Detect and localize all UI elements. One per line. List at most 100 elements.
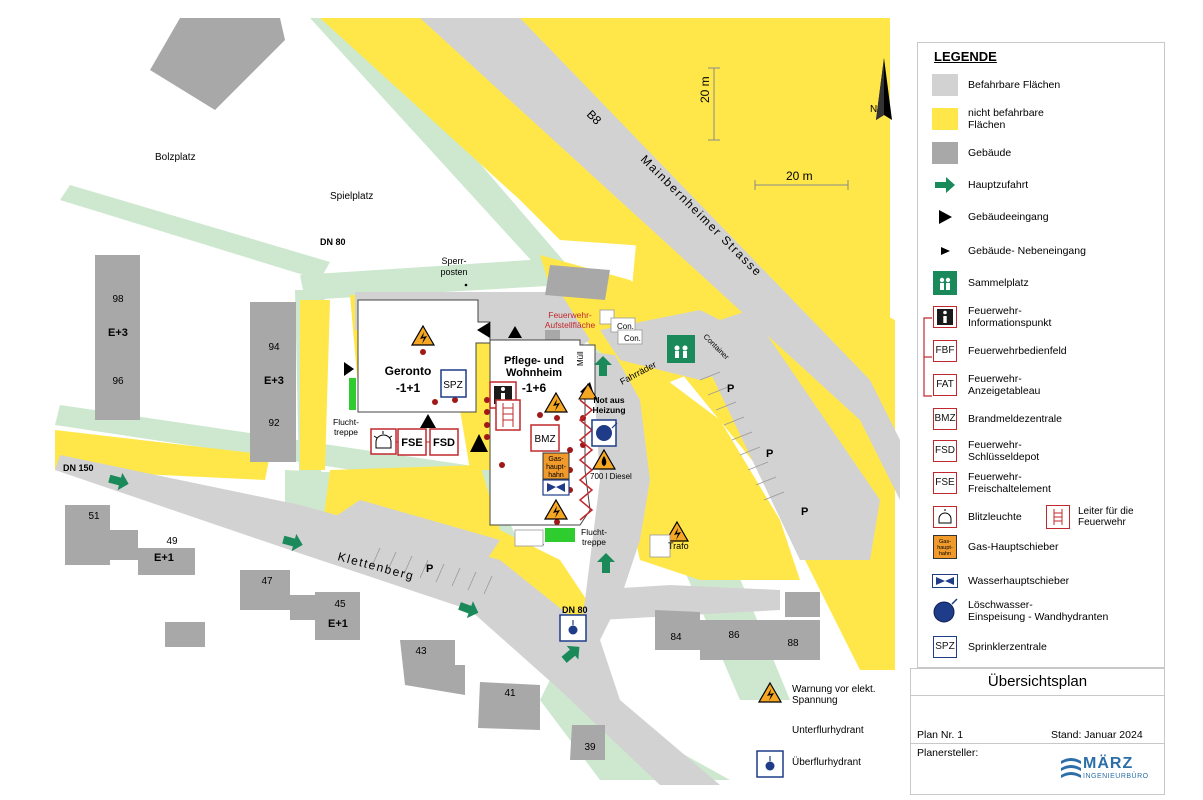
svg-text:BMZ: BMZ — [534, 434, 555, 445]
water-feed-icon — [932, 598, 958, 623]
parking-label: P — [766, 448, 773, 460]
overground-hydrant-icon — [756, 750, 784, 778]
ladder-icon — [495, 399, 521, 431]
bmz-icon: BMZ — [932, 407, 958, 431]
svg-text:SPZ: SPZ — [443, 380, 462, 391]
overground-hydrant-icon — [559, 614, 587, 642]
scale-label-vertical: 20 m — [698, 76, 712, 103]
legend-item-label: Wasserhauptschieber — [968, 575, 1070, 587]
svg-text:FSE: FSE — [401, 437, 422, 449]
buildings — [65, 18, 820, 760]
building-number: 92 — [268, 418, 280, 429]
legend-item-label: Löschwasser- Einspeisung - Wandhydranten — [968, 599, 1109, 623]
fsd-icon: FSD — [932, 439, 958, 463]
label-diesel: 700 l Diesel — [590, 472, 632, 481]
legend-item-label: Sprinklerzentrale — [968, 641, 1047, 653]
parking-stalls — [371, 371, 785, 595]
scale-bar-vertical — [708, 67, 720, 141]
legend-item: FBF Feuerwehrbedienfeld — [932, 339, 1067, 363]
flash-light-icon — [370, 428, 397, 455]
flash-light-icon — [932, 505, 958, 529]
gray-area-swatch — [932, 73, 958, 97]
legend-item: Gebäude- Nebeneingang — [932, 239, 1086, 263]
fire-escape-stair-1 — [349, 378, 356, 410]
building-number: 96 — [112, 376, 124, 387]
label-fluchttreppe-2: Flucht-treppe — [581, 527, 607, 547]
label-warning-electrical: Warnung vor elekt. Spannung — [792, 684, 876, 706]
container-box — [599, 309, 615, 325]
legend-item-label: Gas-Hauptschieber — [968, 541, 1059, 553]
gas-valve-icon — [542, 452, 570, 480]
building-number: 39 — [584, 742, 596, 753]
legend-item-label: Gebäudeeingang — [968, 211, 1049, 223]
hazard-zigzag — [578, 399, 594, 521]
parking-label: P — [727, 383, 734, 395]
legend-ladder-label: Leiter für die Feuerwehr — [1078, 506, 1134, 528]
water-valve-icon — [542, 479, 570, 496]
label-gas-haupthahn: Gas-haupt-hahn — [546, 456, 567, 479]
logo-subtext: INGENIEURBÜRO — [1083, 773, 1149, 780]
label-spielplatz: Spielplatz — [330, 191, 373, 202]
legend-item: Sammelplatz — [932, 271, 1029, 295]
title-block: Übersichtsplan Plan Nr. 1 Stand: Januar … — [910, 668, 1165, 795]
legend-item: Gas- haupt- hahn Gas-Hauptschieber — [932, 535, 1058, 559]
building-number: 51 — [88, 511, 100, 522]
building-floors-pflege: -1+6 — [522, 381, 547, 395]
logo-text: MÄRZ — [1083, 755, 1134, 772]
fse-box: FSE — [397, 428, 427, 456]
label-fluchttreppe-1: Flucht-treppe — [333, 417, 359, 437]
label-bolzplatz: Bolzplatz — [155, 152, 196, 163]
building-number: 41 — [504, 688, 516, 699]
building-number: 86 — [728, 630, 740, 641]
fse-icon: FSE — [932, 471, 958, 495]
fbf-icon: FBF — [932, 339, 958, 363]
legend-item-label: Feuerwehrbedienfeld — [968, 345, 1067, 357]
assembly-point-icon — [667, 335, 695, 363]
red-markers — [420, 349, 586, 525]
parking-label: P — [426, 563, 433, 575]
legend-item-label: Gebäude- Nebeneingang — [968, 245, 1086, 257]
label-dn80-top: DN 80 — [320, 237, 346, 247]
parking-labels: P P P P — [426, 383, 808, 575]
water-feed-icon — [591, 419, 618, 447]
legend-item: FSD Feuerwehr- Schlüsseldepot — [932, 439, 1039, 463]
building-name-pflege: Pflege- und — [504, 355, 564, 367]
label-unterflurhydrant: Unterflurhydrant — [792, 725, 864, 736]
svg-text:FSD: FSD — [433, 437, 455, 449]
gas-valve-icon: Gas- haupt- hahn — [932, 535, 958, 559]
fire-warning-icon — [578, 383, 598, 400]
label-dn150: DN 150 — [63, 463, 94, 473]
legend-item-label: nicht befahrbare Flächen — [968, 107, 1044, 131]
fat-icon: FAT — [932, 373, 958, 397]
building-number: 43 — [415, 646, 427, 657]
building-number: 45 — [334, 599, 346, 610]
side-entrance-triangle-icon — [932, 239, 958, 263]
building-height: E+3 — [264, 375, 284, 387]
svg-text:N: N — [870, 104, 877, 115]
plan-date: Stand: Januar 2024 — [1051, 729, 1143, 741]
legend-item: BMZ Brandmeldezentrale — [932, 407, 1062, 431]
parking-label: P — [801, 506, 808, 518]
legend-item-label: Feuerwehr- Schlüsseldepot — [968, 439, 1040, 463]
trafo-building — [649, 534, 671, 558]
legend-ladder-item: Leiter für die Feuerwehr — [1046, 505, 1134, 529]
legend-item-label: Hauptzufahrt — [968, 179, 1029, 191]
label-con-1: Con. — [617, 322, 634, 331]
planersteller-label: Planersteller: — [917, 747, 979, 759]
plan-title: Übersichtsplan — [987, 673, 1088, 690]
building-name-geronto: Geronto — [385, 364, 432, 378]
building-number: 49 — [166, 536, 178, 547]
building-floors-geronto: -1+1 — [396, 381, 421, 395]
building-number: 84 — [670, 632, 682, 643]
water-valve-icon — [932, 569, 958, 593]
legend-item-label: Feuerwehr- Anzeigetableau — [968, 373, 1041, 397]
container-box — [617, 329, 643, 345]
scale-bar-horizontal — [754, 180, 849, 190]
info-point-icon — [932, 305, 958, 329]
legend-item-label: Brandmeldezentrale — [968, 413, 1062, 425]
label-muell: Müll — [576, 351, 585, 366]
